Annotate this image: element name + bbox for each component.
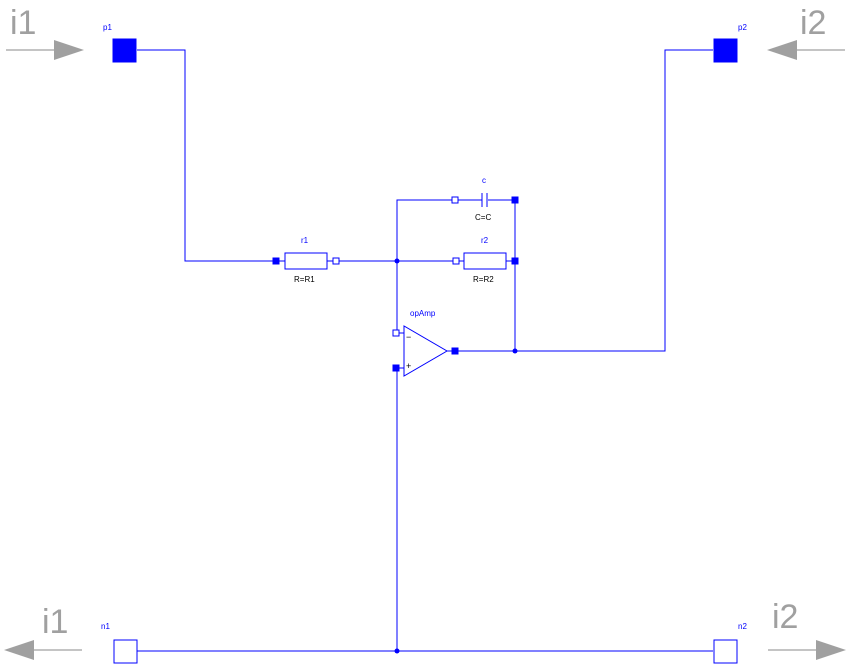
resistor-r1-name: r1 [301,236,309,245]
current-label-i2-top: i2 [800,4,826,42]
capacitor-c-param: C=C [475,213,491,222]
port-n2[interactable]: n2 [713,622,747,664]
op-amp-plus-sign: + [406,361,411,371]
capacitor-c[interactable]: c C=C [451,176,519,222]
resistor-r2-name: r2 [481,236,489,245]
current-label-i1-top: i1 [10,4,36,42]
wire-node-capacitor [396,199,455,261]
port-n1[interactable]: n1 [101,622,138,664]
current-arrow-i1-bottom: i1 [4,603,82,660]
junction-ground [394,648,400,654]
op-amp-minus-sign: − [406,332,411,342]
current-label-i2-bottom: i2 [772,598,798,636]
wires [137,49,713,652]
capacitor-c-name: c [482,176,486,185]
current-arrow-i1-top: i1 [6,4,84,60]
op-amp[interactable]: − + opAmp [392,309,459,377]
port-p1[interactable]: p1 [103,23,137,63]
port-p2[interactable]: p2 [713,23,747,63]
junction-r1-r2 [394,258,400,264]
wire-p1-r1 [137,49,276,262]
resistor-r1[interactable]: r1 R=R1 [272,236,340,284]
current-label-i1-bottom: i1 [42,603,68,641]
port-label-p2: p2 [738,23,747,32]
op-amp-name: opAmp [410,309,436,318]
resistor-r2-param: R=R2 [473,275,494,284]
junction-output [512,348,518,354]
resistor-r2[interactable]: r2 R=R2 [452,236,519,284]
wire-output-p2 [455,49,713,352]
junctions [394,258,518,654]
current-arrow-i2-top: i2 [767,4,845,60]
resistor-r1-param: R=R1 [294,275,315,284]
port-label-p1: p1 [103,23,112,32]
port-label-n1: n1 [101,622,110,631]
current-arrow-i2-bottom: i2 [768,598,846,660]
port-label-n2: n2 [738,622,747,631]
